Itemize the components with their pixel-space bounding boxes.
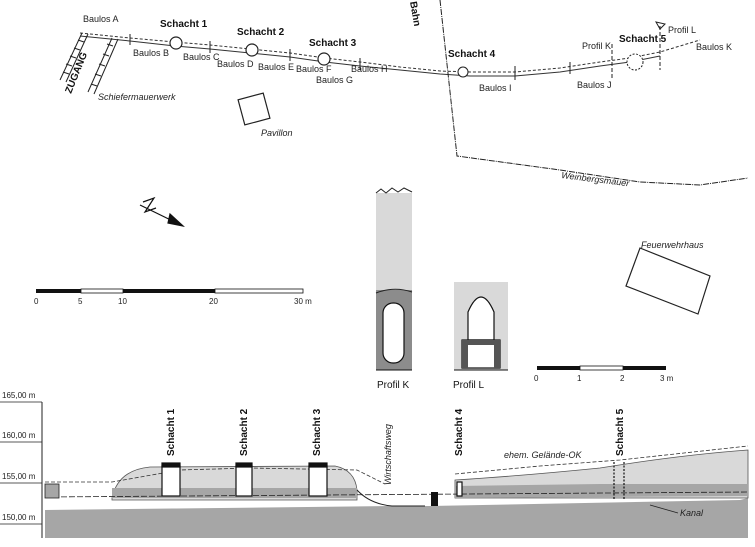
scale-large-tick-10: 10	[118, 297, 127, 306]
shaft-5-plan	[626, 53, 644, 71]
scale-small-tick-0: 0	[534, 374, 539, 383]
tunnel-axis-2	[79, 35, 661, 77]
label-baulos-i: Baulos I	[479, 83, 512, 93]
level-155: 155,00 m	[2, 472, 36, 481]
label-schacht-5: Schacht 5	[619, 34, 667, 45]
section-label-schacht-4: Schacht 4	[454, 408, 465, 456]
label-zugang: ZUGANG	[64, 51, 91, 96]
section-label-schacht-5: Schacht 5	[615, 408, 626, 456]
scale-small-tick-1: 1	[577, 374, 582, 383]
zugang-plan	[59, 32, 119, 95]
label-baulos-h: Baulos H	[351, 64, 388, 74]
scale-large-tick-20: 20	[209, 297, 218, 306]
label-schacht-4: Schacht 4	[448, 49, 496, 60]
scale-large-tick-5: 5	[78, 297, 83, 306]
shaft-3-plan	[317, 52, 331, 66]
label-baulos-k: Baulos K	[696, 42, 732, 52]
section-label-schacht-2: Schacht 2	[239, 408, 250, 456]
scale-large-tick-0: 0	[34, 297, 39, 306]
label-schacht-1: Schacht 1	[160, 19, 208, 30]
label-baulos-a: Baulos A	[83, 14, 119, 24]
label-baulos-f: Baulos F	[296, 64, 332, 74]
label-baulos-c: Baulos C	[183, 52, 220, 62]
label-schiefermauerwerk: Schiefermauerwerk	[98, 92, 176, 102]
label-profil-k-section: Profil K	[377, 380, 410, 391]
label-baulos-j: Baulos J	[577, 80, 612, 90]
section-label-gelaende: ehem. Gelände-OK	[504, 450, 583, 460]
level-165: 165,00 m	[2, 391, 36, 400]
label-profil-k: Profil K	[582, 41, 611, 51]
section-shafts	[161, 462, 625, 500]
label-bahn: Bahn	[407, 1, 422, 28]
shaft-4-plan	[457, 66, 469, 78]
scale-bar-small: 0 1 2 3 m	[534, 365, 674, 383]
label-baulos-b: Baulos B	[133, 48, 169, 58]
shaft-1-plan	[169, 36, 183, 50]
label-schacht-2: Schacht 2	[237, 27, 285, 38]
section-label-schacht-1: Schacht 1	[166, 408, 177, 456]
section-labels: Schacht 1 Schacht 2 Schacht 3 Schacht 4 …	[166, 408, 704, 518]
section-level-axis: 165,00 m 160,00 m 155,00 m 150,00 m	[0, 391, 43, 538]
north-arrow-icon	[139, 196, 185, 228]
section-label-kanal: Kanal	[680, 508, 704, 518]
label-pavillon: Pavillon	[261, 128, 293, 138]
weinbergsmauer-line	[439, 0, 749, 186]
label-feuerwehrhaus: Feuerwehrhaus	[641, 240, 704, 250]
feuerwehrhaus-outline	[625, 247, 711, 315]
level-160: 160,00 m	[2, 431, 36, 440]
label-profil-l: Profil L	[668, 25, 696, 35]
section-label-schacht-3: Schacht 3	[312, 408, 323, 456]
label-schacht-3: Schacht 3	[309, 38, 357, 49]
profile-l-drawing	[454, 282, 508, 371]
label-baulos-e: Baulos E	[258, 62, 294, 72]
level-150: 150,00 m	[2, 513, 36, 522]
tunnel-axis	[79, 32, 701, 73]
label-weinbergsmauer: Weinbergsmauer	[561, 170, 631, 188]
scale-small-tick-3: 3 m	[660, 374, 674, 383]
plan-labels: Baulos A Baulos B Baulos C Baulos D Baul…	[64, 1, 732, 250]
label-baulos-g: Baulos G	[316, 75, 353, 85]
label-profil-l-section: Profil L	[453, 380, 485, 391]
pavillon-outline	[237, 92, 271, 126]
shaft-2-plan	[245, 43, 259, 57]
section-label-wirtschaftsweg: Wirtschaftsweg	[383, 424, 393, 485]
scale-large-tick-30: 30 m	[294, 297, 312, 306]
scale-small-tick-2: 2	[620, 374, 625, 383]
profile-k-drawing	[375, 187, 413, 371]
label-baulos-d: Baulos D	[217, 59, 254, 69]
scale-bar-large: 0 5 10 20 30 m	[34, 288, 312, 306]
section-ground	[44, 445, 749, 538]
tunnel-plan	[59, 0, 749, 315]
